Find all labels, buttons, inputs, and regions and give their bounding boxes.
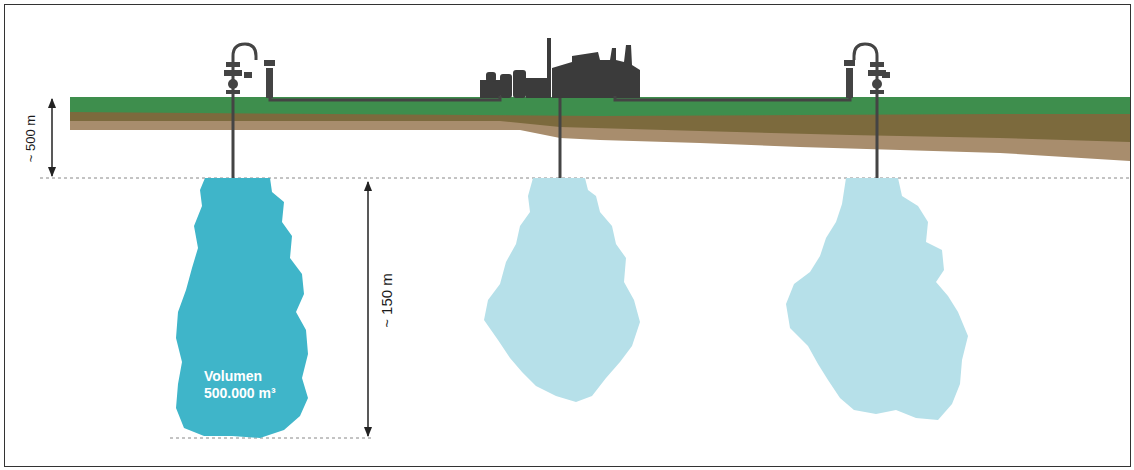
storage-cavern: Volumen 500.000 m³ bbox=[172, 178, 372, 440]
dimension-label: ~ 150 m bbox=[377, 273, 394, 328]
reference-line bbox=[170, 438, 372, 439]
frame bbox=[5, 5, 1131, 467]
wellhead-valve bbox=[224, 62, 890, 94]
pipeline bbox=[233, 44, 877, 178]
ground-layer bbox=[70, 97, 1130, 116]
dimension-label: ~ 500 m bbox=[23, 114, 38, 161]
plant-building bbox=[480, 38, 640, 98]
cavern-outline bbox=[176, 178, 308, 438]
storage-cavern bbox=[484, 178, 640, 402]
dimension-arrow bbox=[367, 182, 369, 436]
volume-label: Volumen 500.000 m³ bbox=[204, 368, 300, 402]
wellhead-valve bbox=[264, 60, 855, 98]
storage-cavern bbox=[786, 178, 968, 420]
dimension-arrow bbox=[51, 99, 53, 176]
